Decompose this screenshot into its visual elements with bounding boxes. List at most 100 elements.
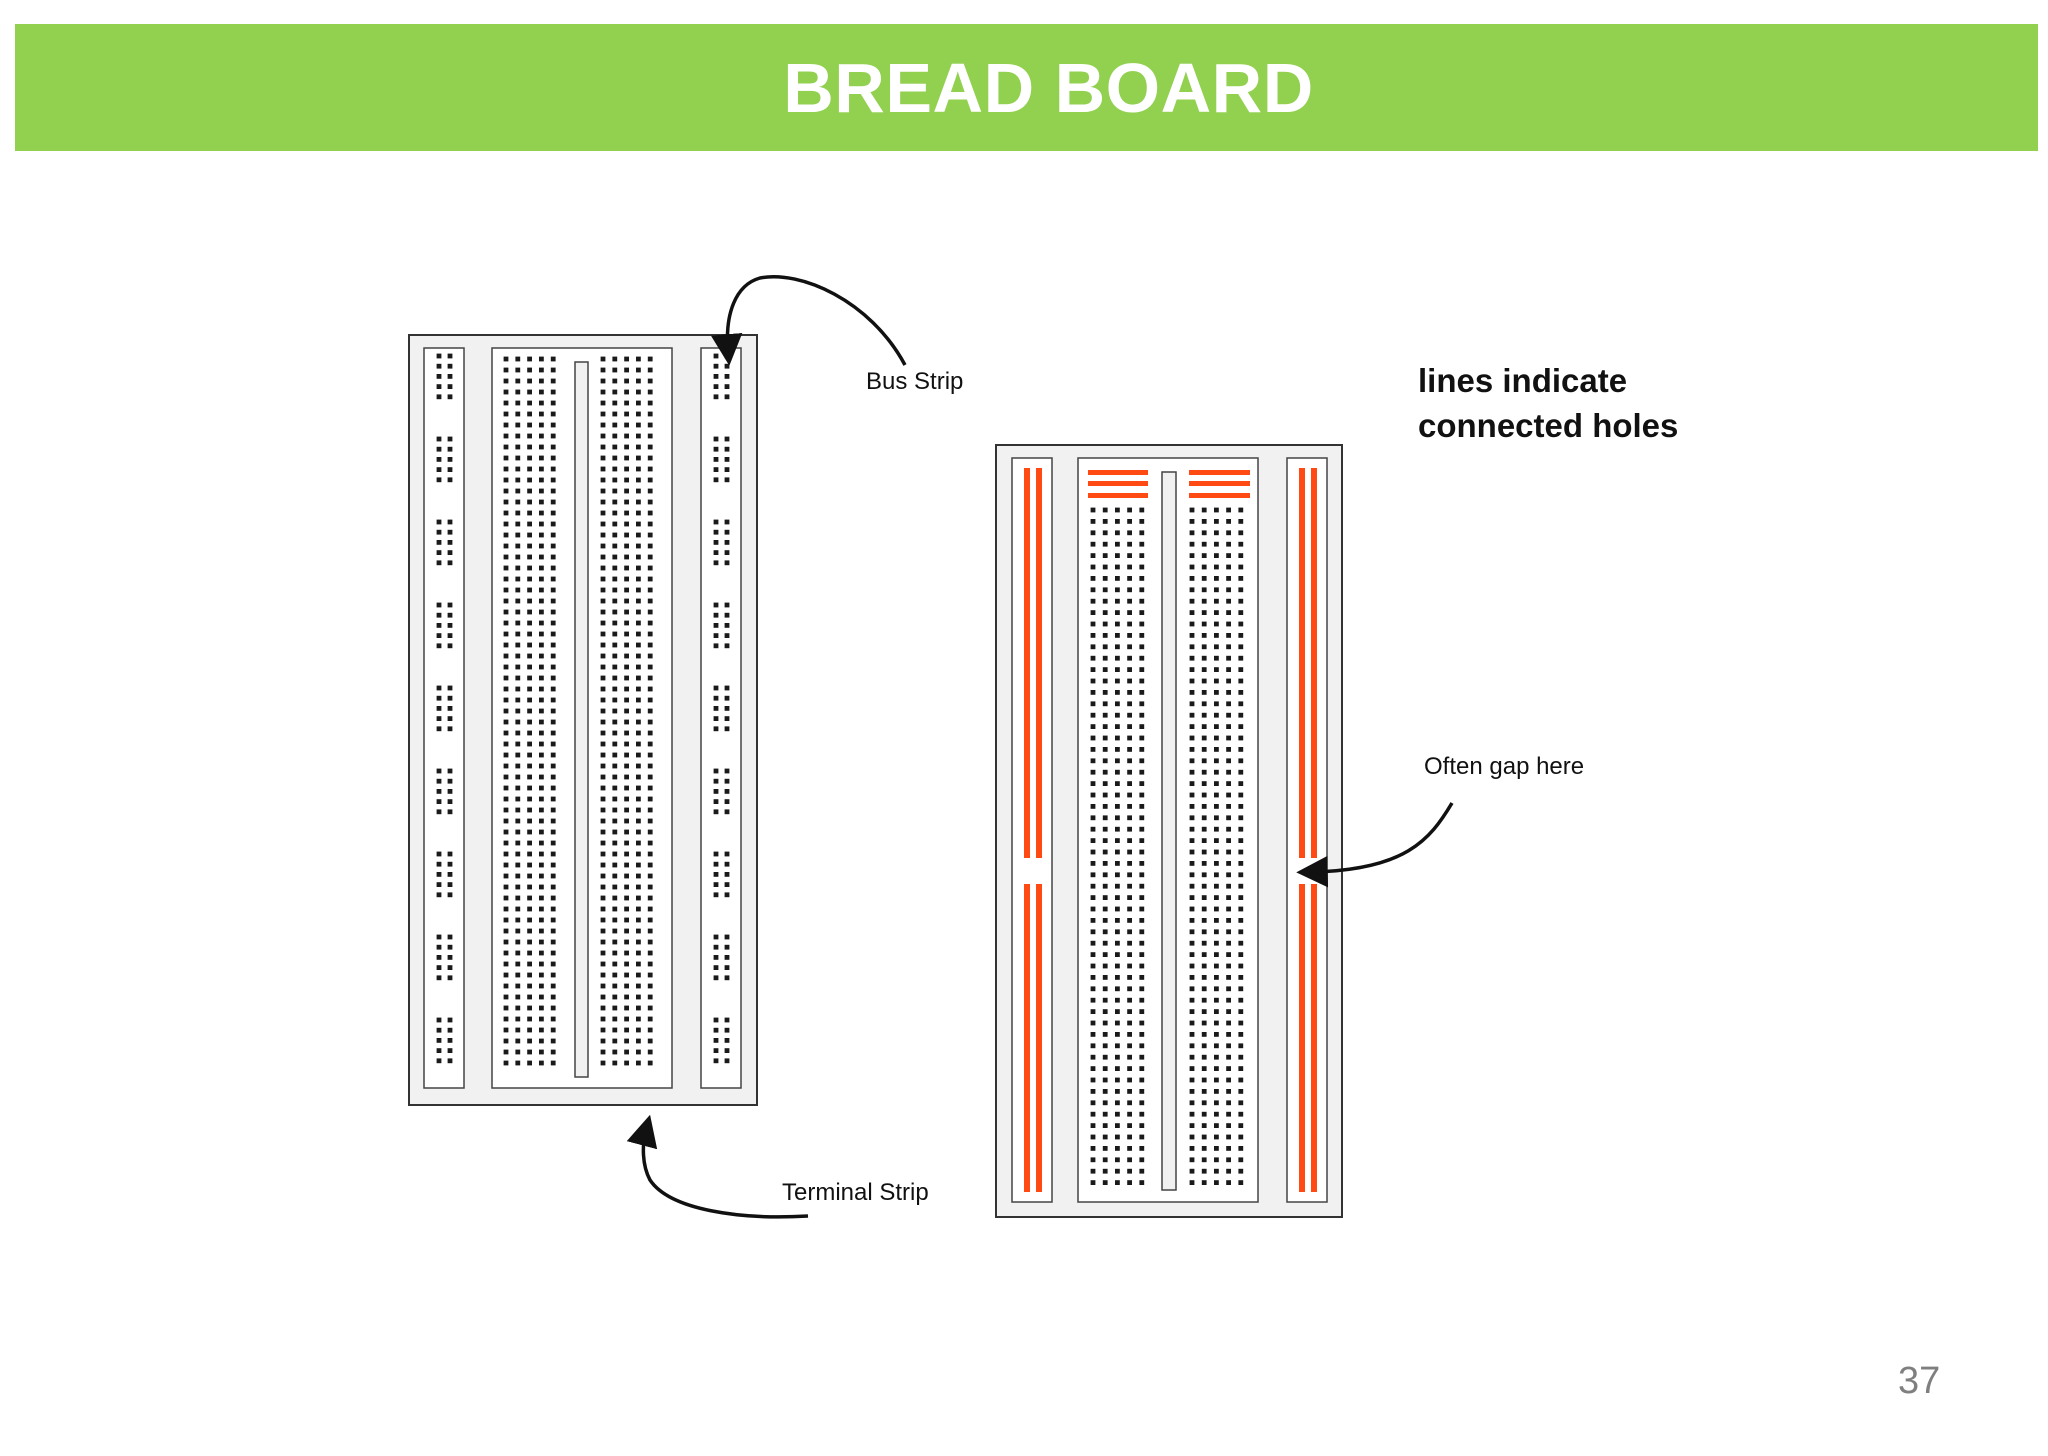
hole <box>1201 667 1207 672</box>
hole <box>612 587 618 593</box>
hole <box>1214 1043 1219 1049</box>
hole <box>1214 952 1219 957</box>
hole <box>713 374 719 379</box>
hole <box>436 363 442 369</box>
hole <box>1214 610 1219 615</box>
hole <box>1189 883 1195 889</box>
hole <box>1189 519 1195 524</box>
hole <box>1090 940 1096 946</box>
hole <box>436 1017 442 1023</box>
hole <box>527 389 532 395</box>
hole <box>550 653 556 659</box>
hole <box>624 455 629 461</box>
hole <box>1139 1146 1145 1151</box>
hole <box>724 363 730 369</box>
hole <box>647 532 653 538</box>
hole <box>1127 667 1132 672</box>
hole <box>1189 724 1195 729</box>
hole <box>447 706 453 711</box>
hole <box>724 540 730 545</box>
hole <box>1226 519 1231 524</box>
hole <box>1115 792 1120 798</box>
hole <box>436 446 442 452</box>
hole <box>503 730 509 736</box>
hole <box>527 1016 532 1022</box>
hole <box>624 631 629 637</box>
hole <box>1189 929 1195 935</box>
hole <box>1127 906 1132 912</box>
hole <box>636 422 641 428</box>
hole <box>527 1005 532 1011</box>
hole <box>1115 963 1120 969</box>
hole <box>713 934 719 940</box>
hole <box>550 543 556 549</box>
hole <box>527 752 532 758</box>
hole <box>1189 838 1195 843</box>
hole <box>1238 1134 1244 1140</box>
hole <box>1238 872 1244 878</box>
hole <box>636 631 641 637</box>
hole <box>636 400 641 406</box>
hole <box>647 466 653 472</box>
hole <box>636 389 641 395</box>
hole <box>527 961 532 967</box>
hole <box>515 587 521 593</box>
hole <box>612 961 618 967</box>
hole <box>1201 644 1207 650</box>
hole <box>636 488 641 494</box>
hole <box>636 741 641 747</box>
hole <box>1127 895 1132 900</box>
hole <box>1090 621 1096 627</box>
hole <box>1090 690 1096 695</box>
hole <box>515 873 521 879</box>
hole <box>600 785 606 791</box>
hole <box>515 642 521 648</box>
hole <box>539 642 544 648</box>
hole <box>1226 564 1231 570</box>
hole <box>515 796 521 802</box>
hole <box>1139 735 1145 741</box>
hole <box>1102 1100 1108 1106</box>
hole <box>647 411 653 417</box>
hole <box>1127 861 1132 866</box>
hole <box>503 411 509 417</box>
hole <box>612 972 618 978</box>
hole <box>503 510 509 516</box>
hole <box>647 477 653 483</box>
hole <box>527 543 532 549</box>
hole <box>1201 530 1207 536</box>
hole <box>612 510 618 516</box>
hole <box>1115 986 1120 992</box>
hole <box>724 560 730 566</box>
hole <box>600 873 606 879</box>
hole <box>624 741 629 747</box>
hole <box>503 477 509 483</box>
hole <box>1139 997 1145 1003</box>
hole <box>1127 918 1132 923</box>
hole <box>539 389 544 395</box>
hole <box>1189 940 1195 946</box>
hole <box>1189 1180 1195 1185</box>
hole <box>1090 781 1096 786</box>
hole <box>724 436 730 442</box>
hole <box>1139 781 1145 786</box>
hole <box>539 961 544 967</box>
hole <box>1214 1180 1219 1185</box>
hole <box>1214 1146 1219 1151</box>
hole <box>713 363 719 369</box>
hole <box>647 521 653 527</box>
hole <box>1189 758 1195 764</box>
hole <box>1102 849 1108 855</box>
hole <box>1226 918 1231 923</box>
hole <box>447 446 453 452</box>
hole <box>539 818 544 824</box>
hole <box>503 1027 509 1033</box>
hole <box>724 374 730 379</box>
hole <box>636 972 641 978</box>
hole <box>600 609 606 615</box>
hole <box>636 444 641 450</box>
hole <box>515 884 521 890</box>
hole <box>447 975 453 981</box>
hole <box>1189 895 1195 900</box>
center-channel <box>574 361 589 1078</box>
